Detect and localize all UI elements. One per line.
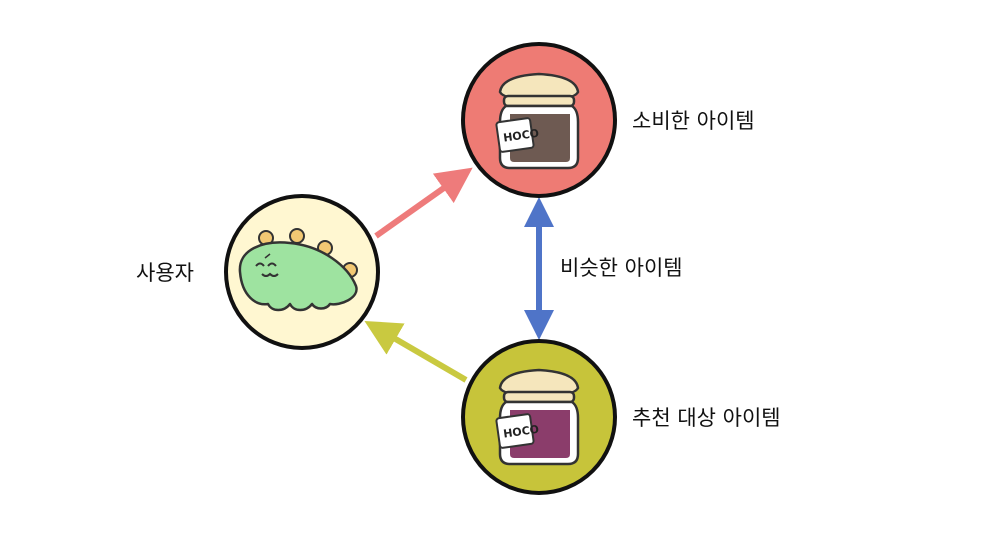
user-label: 사용자 bbox=[136, 261, 194, 285]
recommend-target-label: 추천 대상 아이템 bbox=[632, 406, 781, 430]
jar-brand-text: HOCO bbox=[502, 127, 539, 145]
consumed-item-label: 소비한 아이템 bbox=[632, 109, 755, 133]
consumed-item-node: HOCO bbox=[461, 42, 617, 198]
recommend-target-node: HOCO bbox=[461, 339, 617, 495]
user-node bbox=[224, 194, 380, 350]
dinosaur-icon bbox=[238, 228, 358, 312]
jam-jar-icon: HOCO bbox=[495, 368, 580, 466]
jar-brand-text: HOCO bbox=[502, 423, 539, 441]
arrow-user-to-consumed bbox=[374, 167, 473, 239]
jam-jar-icon: HOCO bbox=[495, 72, 580, 170]
arrow-target-to-user bbox=[364, 320, 468, 383]
similar-items-label: 비슷한 아이템 bbox=[560, 256, 683, 280]
